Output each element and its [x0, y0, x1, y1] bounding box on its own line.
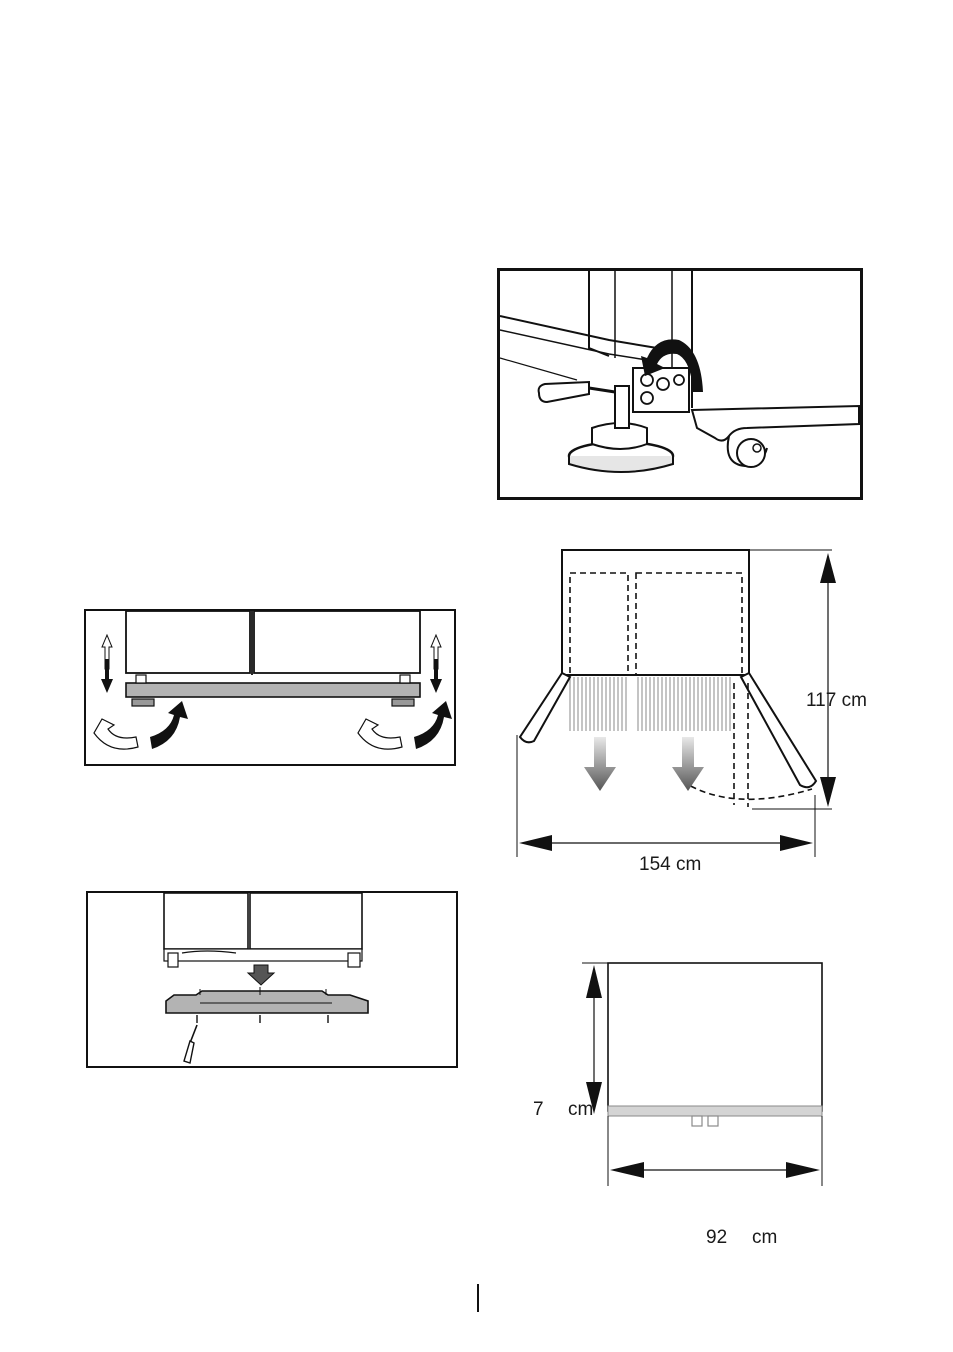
height-door-open-label: 117 cm — [806, 690, 867, 712]
front-dimensions-diagram — [580, 958, 826, 1190]
feet-levelling-illustration — [84, 609, 456, 766]
width-value-label: 92 — [706, 1227, 727, 1249]
width-doors-open-label: 154 cm — [639, 854, 701, 876]
plinth-fitting-illustration — [86, 891, 458, 1068]
depth-unit-label: cm — [568, 1099, 593, 1121]
depth-value-label: 7 — [533, 1099, 544, 1121]
page-divider-line — [477, 1284, 479, 1312]
width-unit-label: cm — [752, 1227, 777, 1249]
hinge-adjustment-illustration — [497, 268, 863, 500]
door-opening-clearance-diagram — [512, 545, 842, 860]
